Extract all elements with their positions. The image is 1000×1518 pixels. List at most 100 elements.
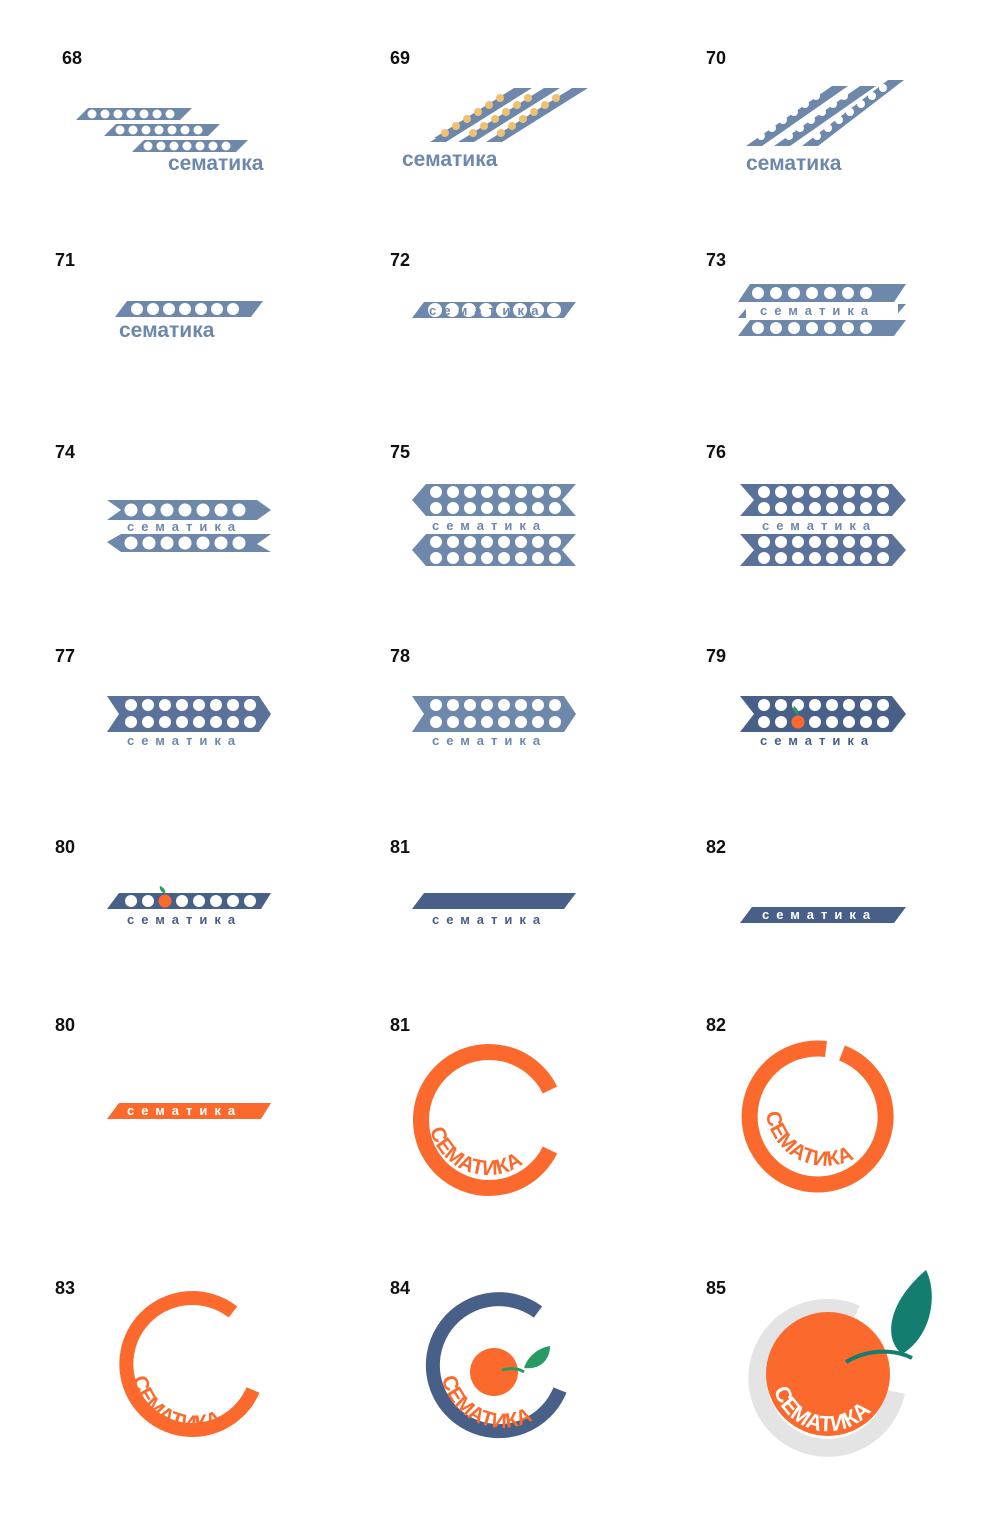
ring-arc <box>741 1040 894 1193</box>
logo-graphic: сематика <box>62 48 392 288</box>
logo-70-svg: сематика <box>746 80 904 175</box>
tile-number: 81 <box>390 1015 411 1035</box>
dots-row <box>430 699 561 728</box>
brand-wordmark: сематика <box>760 303 875 318</box>
brand-wordmark: сематика <box>432 518 547 533</box>
leaf-icon <box>891 1270 932 1354</box>
tile-number: 77 <box>55 646 76 666</box>
dots-row <box>757 84 887 140</box>
logo-graphic: сематика <box>706 646 1000 886</box>
tile-number: 71 <box>55 250 76 270</box>
leaf-icon <box>524 1346 550 1369</box>
logo-graphic: сематика <box>55 837 385 1077</box>
dots-row <box>124 503 246 550</box>
tile-number: 80 <box>55 1015 76 1035</box>
logo-80b-svg: сематика <box>107 1103 271 1119</box>
logo-71-svg: сематика <box>115 301 263 342</box>
brand-caps-text: СЕМАТИКА <box>128 1373 225 1435</box>
brand-wordmark: сематика <box>127 912 242 927</box>
dots-row <box>131 303 239 315</box>
logo-82a-svg: сематика <box>740 907 906 923</box>
brand-wordmark: сематика <box>119 319 215 342</box>
ring-arc <box>412 1044 558 1196</box>
logo-graphic: сематика <box>706 837 1000 1077</box>
brand-wordmark: сематика <box>432 733 547 748</box>
logo-graphic: сематика <box>55 250 385 490</box>
dots-row <box>125 699 256 728</box>
tile-number: 82 <box>706 837 727 857</box>
brand-wordmark: сематика <box>762 907 877 922</box>
logo-graphic: сематика <box>390 646 720 886</box>
logo-82b-svg: СЕМАТИКА <box>741 1040 894 1193</box>
dots-row <box>752 287 872 334</box>
tile-number: 73 <box>706 250 727 270</box>
brand-wordmark: сематика <box>127 1103 242 1118</box>
tile-number: 78 <box>390 646 411 666</box>
stem-icon <box>501 1367 525 1374</box>
brand-wordmark-arc: СЕМАТИКА <box>128 1373 225 1435</box>
logo-83-svg: СЕМАТИКА <box>119 1291 260 1437</box>
brand-wordmark: сематика <box>429 303 546 318</box>
logo-graphic: сематика <box>55 442 385 682</box>
tile-number: 82 <box>706 1015 727 1035</box>
logo-84-svg: СЕМАТИКА <box>425 1292 567 1439</box>
logo-81b-svg: СЕМАТИКА <box>412 1044 558 1196</box>
dots-row <box>758 486 889 564</box>
letter-dots <box>428 303 561 317</box>
logo-75-svg: сематика <box>412 484 576 566</box>
tile-number: 81 <box>390 837 411 857</box>
tile-number: 80 <box>55 837 76 857</box>
logo-85-svg: СЕМАТИКА <box>748 1270 932 1457</box>
tile-number: 79 <box>706 646 727 666</box>
brand-wordmark: сематика <box>402 148 498 171</box>
tile-number: 85 <box>706 1278 727 1298</box>
logo-69-svg: сематика <box>402 88 588 171</box>
dots-row <box>125 895 256 907</box>
dots-row <box>87 109 231 151</box>
logo-graphic: СЕМАТИКА <box>706 1015 1000 1255</box>
orange-fruit-icon <box>766 1312 890 1436</box>
logo-68-svg: сематика <box>76 108 264 175</box>
brand-wordmark: сематика <box>432 912 547 927</box>
stripe-band <box>740 907 906 923</box>
dots-row <box>758 699 889 728</box>
brand-wordmark: сематика <box>760 733 875 748</box>
logo-graphic: СЕМАТИКА <box>390 1278 720 1518</box>
stem-icon <box>844 1349 913 1364</box>
dots-row <box>430 486 561 564</box>
logo-graphic: сематика <box>55 646 385 886</box>
logo-graphic: СЕМАТИКА <box>55 1278 385 1518</box>
brand-wordmark: сематика <box>168 152 264 175</box>
ring-arc <box>119 1291 260 1437</box>
logo-graphic: сематика <box>706 48 1000 288</box>
logo-79-svg: сематика <box>740 696 906 748</box>
dots-row <box>441 94 560 137</box>
logo-graphic: сематика <box>390 48 720 288</box>
tile-number: 70 <box>706 48 727 68</box>
logo-72-svg: сематика <box>412 302 576 318</box>
logo-78-svg: сематика <box>412 696 576 748</box>
tile-number: 74 <box>55 442 76 462</box>
brand-wordmark: сематика <box>127 733 242 748</box>
tile-number: 68 <box>62 48 83 68</box>
orange-fruit-icon <box>470 1348 518 1396</box>
logo-graphic: сематика <box>55 1015 385 1255</box>
logo-73-svg: сематика <box>738 284 906 336</box>
logo-graphic: сематика <box>390 250 720 490</box>
logo-graphic: СЕМАТИКА <box>706 1270 1000 1518</box>
text-gap <box>746 303 898 319</box>
logo-graphic: сематика <box>706 250 1000 490</box>
logo-graphic: сематика <box>390 442 720 682</box>
orange-fruit-icon <box>158 894 172 908</box>
logo-77-svg: сематика <box>107 696 271 748</box>
diagonal-rows-graphic <box>430 88 588 142</box>
logo-76-svg: сематика <box>740 484 906 566</box>
ring-arc <box>425 1292 567 1439</box>
logo-74-svg: сематика <box>107 500 271 552</box>
logo-graphic: СЕМАТИКА <box>390 1015 720 1255</box>
tile-number: 84 <box>390 1278 411 1298</box>
orange-fruit-icon <box>791 715 805 729</box>
logo-80a-svg: сематика <box>107 886 271 927</box>
logo-graphic: сематика <box>706 442 1000 682</box>
